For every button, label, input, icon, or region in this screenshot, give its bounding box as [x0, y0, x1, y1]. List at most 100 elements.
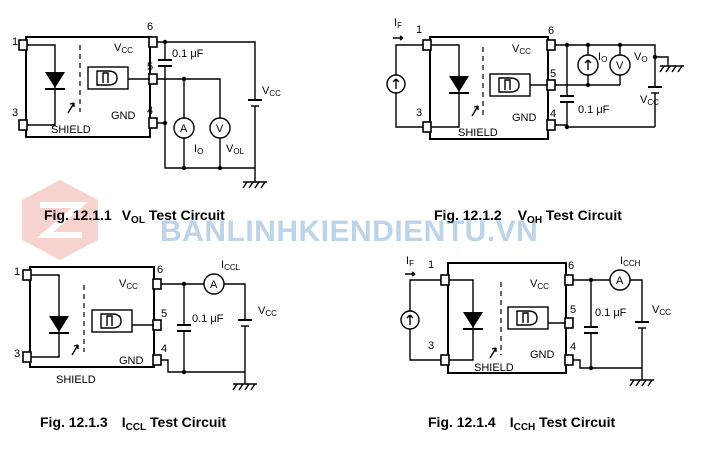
- pin-3-label: 3: [12, 107, 18, 119]
- vcc-label: VCC: [512, 43, 531, 56]
- light-arrow-icon: [471, 105, 479, 117]
- pin-5-label: 5: [161, 308, 167, 320]
- pin-3: [22, 351, 32, 363]
- pin-6: [152, 278, 162, 290]
- pin-5-label: 5: [147, 61, 153, 73]
- pin-1-label: 1: [14, 266, 20, 278]
- pin-6: [148, 36, 158, 48]
- svg-text:V: V: [216, 123, 224, 135]
- pin-4-label: 4: [550, 108, 556, 120]
- detector-gate-icon: [100, 313, 122, 329]
- detector-box: [87, 66, 129, 90]
- detector-gate-icon: [516, 310, 538, 326]
- pin-4: [546, 119, 556, 131]
- watermark: BANLINHKIENDIENTU.VN: [22, 180, 538, 260]
- optocoupler-package: [429, 36, 549, 140]
- ground-icon: [629, 368, 654, 387]
- vcc-label: VCC: [114, 42, 133, 55]
- pin-1: [422, 39, 432, 51]
- pin-4-label: 4: [161, 343, 167, 355]
- pin-3: [440, 354, 450, 366]
- pin-1-label: 1: [428, 259, 434, 271]
- vcc-label: VCC: [119, 278, 138, 291]
- pin-4: [152, 354, 162, 366]
- pin-1-label: 1: [416, 24, 422, 36]
- vcc-supply-label: VCC: [258, 305, 277, 318]
- if-arrow-icon: [393, 35, 404, 41]
- gnd-label: GND: [119, 355, 144, 367]
- pin-4-label: 4: [147, 105, 153, 117]
- svg-text:A: A: [616, 275, 624, 287]
- pin-3-label: 3: [416, 107, 422, 119]
- led-diode-icon: [449, 76, 469, 92]
- pin-6-label: 6: [568, 260, 574, 272]
- pin-3-label: 3: [428, 340, 434, 352]
- pin-1: [440, 274, 450, 286]
- gnd-label: GND: [512, 112, 537, 124]
- ground-icon: [659, 65, 684, 73]
- figure-iccl-test-circuit: 1 3 6 5 4 VCC GND SHIELD A ICCL VCC 0.1 …: [14, 259, 277, 433]
- pin-6: [564, 274, 574, 286]
- detector-box: [91, 309, 133, 333]
- iccl-label: ICCL: [221, 259, 241, 272]
- pin-1: [22, 269, 32, 281]
- capacitor-label: 0.1 μF: [595, 307, 627, 319]
- capacitor-label: 0.1 μF: [578, 104, 610, 116]
- pin-3-label: 3: [14, 348, 20, 360]
- pin-6-label: 6: [157, 264, 163, 276]
- ground-icon: [242, 168, 267, 189]
- vcc-supply-label: VCC: [652, 304, 671, 317]
- vo-label: VO: [634, 51, 648, 64]
- if-label: IF: [394, 17, 402, 30]
- pin-4-label: 4: [570, 341, 576, 353]
- ground-icon: [232, 372, 257, 391]
- light-arrow-icon: [71, 344, 79, 356]
- if-label: IF: [406, 255, 414, 268]
- vcc-supply-label: VCC: [262, 85, 281, 98]
- figure-voh-test-circuit: 1 3 6 5 4 VCC GND SHIELD IF VCC: [386, 17, 684, 226]
- shield-label: SHIELD: [56, 374, 96, 386]
- pin-1-label: 1: [12, 36, 18, 48]
- detector-gate-icon: [96, 70, 118, 86]
- pin-5: [148, 73, 158, 85]
- pin-4: [148, 117, 158, 129]
- svg-text:A: A: [180, 123, 188, 135]
- detector-gate-icon: [498, 77, 520, 93]
- figure-icch-test-circuit: 1 3 6 5 4 VCC GND SHIELD IF A ICCH VCC: [400, 255, 671, 433]
- io-label: IO: [598, 51, 607, 64]
- pin-5-label: 5: [570, 304, 576, 316]
- gnd-label: GND: [111, 110, 136, 122]
- light-arrow-icon: [489, 347, 497, 359]
- capacitor-label: 0.1 μF: [172, 48, 204, 60]
- shield-label: SHIELD: [474, 362, 514, 374]
- pin-5: [152, 319, 162, 331]
- pin-6-label: 6: [147, 21, 153, 33]
- vcc-supply-label: VCC: [640, 94, 659, 107]
- led-diode-icon: [463, 312, 483, 328]
- gnd-label: GND: [530, 349, 555, 361]
- if-arrow-icon: [405, 271, 416, 277]
- vcc-label: VCC: [530, 278, 549, 291]
- svg-text:A: A: [210, 279, 218, 291]
- pin-5: [546, 79, 556, 91]
- pin-4: [564, 354, 574, 366]
- vol-label: VOL: [226, 143, 245, 156]
- watermark-logo: [22, 180, 98, 260]
- figure-vol-test-circuit: 1 3 6 5 4 VCC GND SHIELD VCC 0.1 μF A: [12, 21, 281, 226]
- detector-box: [507, 306, 549, 330]
- pin-1: [18, 39, 28, 51]
- shield-label: SHIELD: [458, 127, 498, 139]
- light-arrow-icon: [67, 102, 75, 114]
- pin-3: [422, 121, 432, 133]
- pin-6: [546, 39, 556, 51]
- led-diode-icon: [45, 72, 65, 88]
- pin-3: [18, 119, 28, 131]
- led-diode-icon: [49, 316, 69, 332]
- pin-5-label: 5: [550, 68, 556, 80]
- icch-label: ICCH: [620, 255, 641, 268]
- capacitor-label: 0.1 μF: [192, 313, 224, 325]
- svg-text:V: V: [616, 60, 624, 72]
